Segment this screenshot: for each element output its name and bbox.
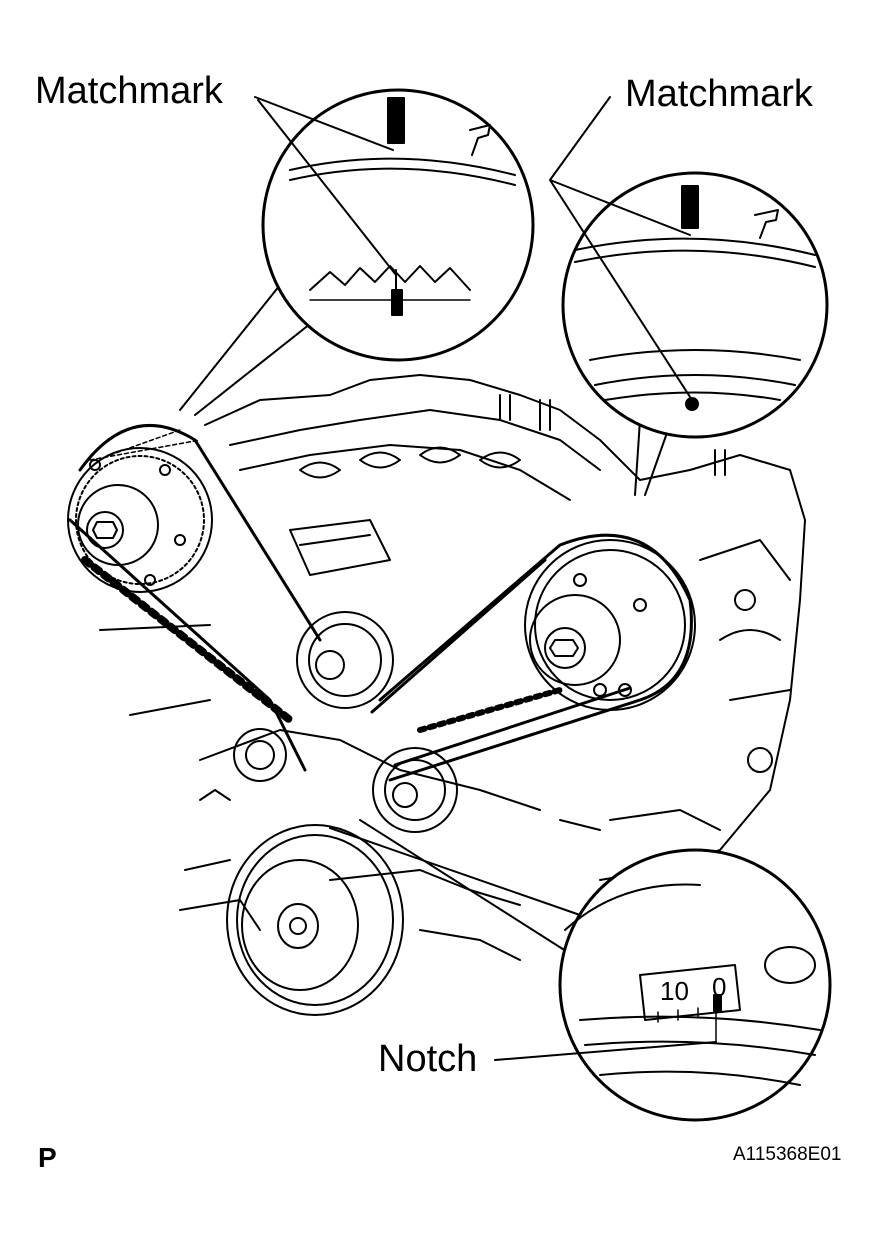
left-camshaft-pulley	[67, 447, 213, 593]
section-letter: P	[38, 1142, 57, 1173]
matchmark-label-right: Matchmark	[625, 73, 813, 115]
engine-block	[99, 374, 806, 961]
matchmark-label-left: Matchmark	[35, 70, 223, 112]
left-matchmark-callout	[179, 88, 535, 416]
crankshaft-pulley	[226, 824, 404, 1016]
idler-pulley-lower	[372, 747, 458, 833]
tensioner-pulley	[233, 728, 287, 782]
figure-code: A115368E01	[733, 1144, 842, 1165]
notch-label: Notch	[378, 1038, 478, 1080]
timing-belt	[68, 424, 693, 782]
right-matchmark-callout	[549, 96, 829, 496]
idler-pulley-upper	[296, 611, 394, 709]
right-camshaft-pulley	[524, 539, 696, 711]
notch-callout	[329, 819, 832, 1122]
dial-scale-right: 0	[712, 972, 726, 1002]
dial-scale-left: 10	[660, 976, 689, 1006]
